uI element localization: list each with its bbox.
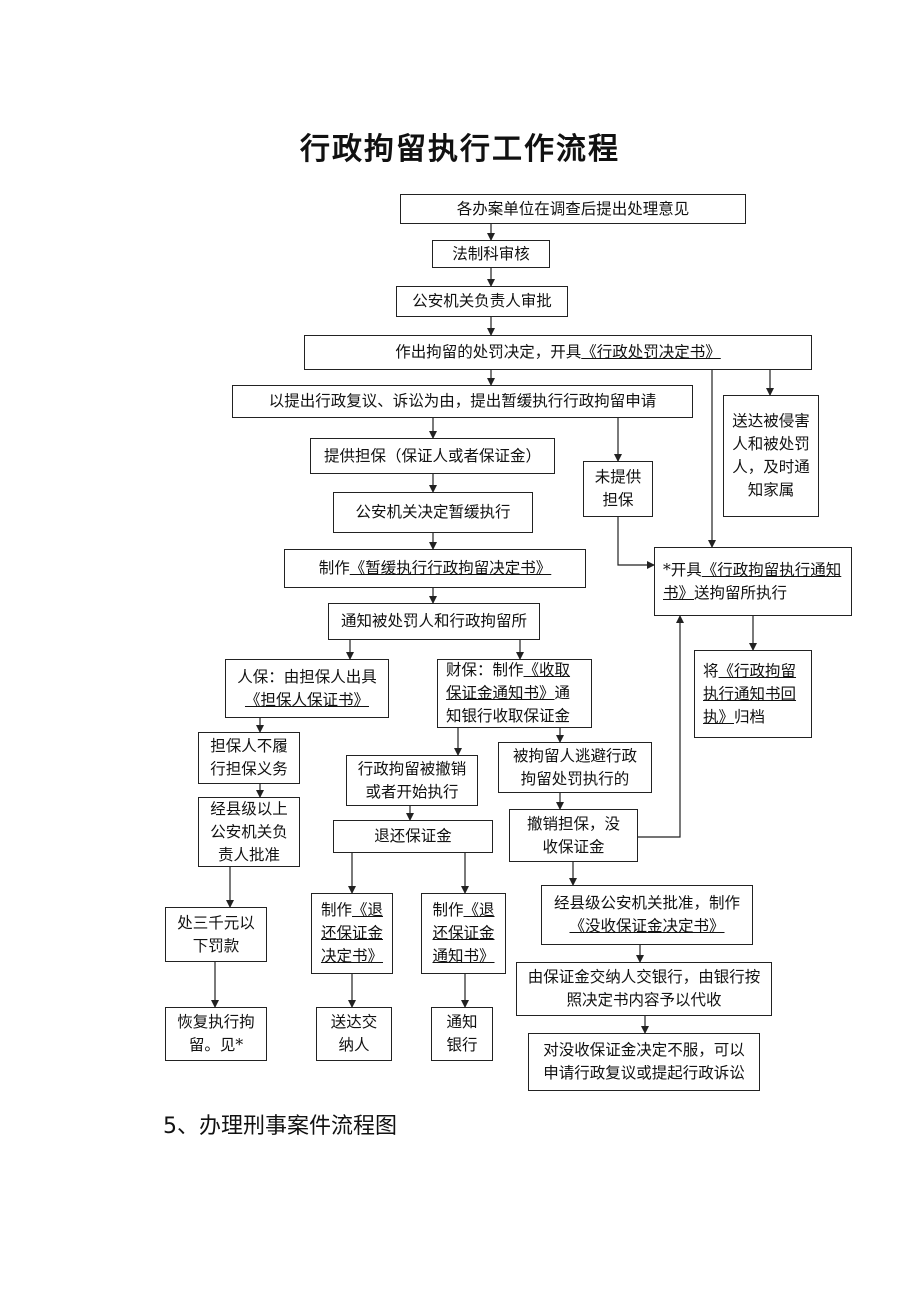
- suspension-decision-box: 公安机关决定暂缓执行: [333, 492, 533, 533]
- appeal-box: 对没收保证金决定不服，可以申请行政复议或提起行政诉讼: [528, 1033, 760, 1091]
- refund-notice-doc-box: 制作《退还保证金通知书》: [421, 893, 506, 974]
- property-guarantee-box: 财保：制作《收取保证金通知书》通知银行收取保证金: [437, 659, 592, 728]
- confiscation-decision-box: 经县级公安机关批准，制作《没收保证金决定书》: [541, 885, 753, 945]
- notify-detention-box: 通知被处罚人和行政拘留所: [328, 603, 540, 640]
- county-approval-box: 经县级以上公安机关负责人批准: [198, 797, 300, 867]
- page-title: 行政拘留执行工作流程: [300, 132, 620, 167]
- personal-guarantee-box: 人保：由担保人出具《担保人保证书》: [225, 659, 389, 718]
- refund-deposit-box: 退还保证金: [333, 820, 493, 853]
- detention-revoked-box: 行政拘留被撤销或者开始执行: [346, 755, 478, 806]
- proposal-box: 各办案单位在调查后提出处理意见: [400, 194, 746, 224]
- evasion-box: 被拘留人逃避行政拘留处罚执行的: [498, 742, 652, 793]
- revoke-guarantee-box: 撤销担保，没收保证金: [509, 809, 638, 862]
- no-guarantee-box: 未提供担保: [583, 461, 653, 517]
- receipt-archive-box: 将《行政拘留执行通知书回执》归档: [694, 650, 812, 738]
- notify-family-box: 送达被侵害人和被处罚人，及时通知家属: [723, 395, 819, 517]
- deliver-payer-box: 送达交纳人: [316, 1007, 392, 1061]
- guarantor-default-box: 担保人不履行担保义务: [198, 732, 300, 784]
- legal-review-box: 法制科审核: [432, 240, 550, 268]
- approval-box: 公安机关负责人审批: [396, 286, 568, 317]
- notify-bank-box: 通知银行: [431, 1007, 493, 1061]
- execution-notice-box: *开具《行政拘留执行通知书》送拘留所执行: [654, 547, 852, 616]
- suspension-request-box: 以提出行政复议、诉讼为由，提出暂缓执行行政拘留申请: [232, 385, 693, 418]
- penalty-decision-box: 作出拘留的处罚决定，开具《行政处罚决定书》: [304, 335, 812, 370]
- provide-guarantee-box: 提供担保（保证人或者保证金）: [310, 438, 555, 474]
- bank-collection-box: 由保证金交纳人交银行，由银行按照决定书内容予以代收: [516, 962, 772, 1016]
- refund-decision-doc-box: 制作《退还保证金决定书》: [311, 893, 393, 974]
- suspension-document-box: 制作《暂缓执行行政拘留决定书》: [284, 549, 586, 588]
- resume-detention-box: 恢复执行拘留。见*: [165, 1007, 267, 1061]
- fine-box: 处三千元以下罚款: [165, 907, 267, 962]
- section-heading: 5、办理刑事案件流程图: [163, 1114, 397, 1139]
